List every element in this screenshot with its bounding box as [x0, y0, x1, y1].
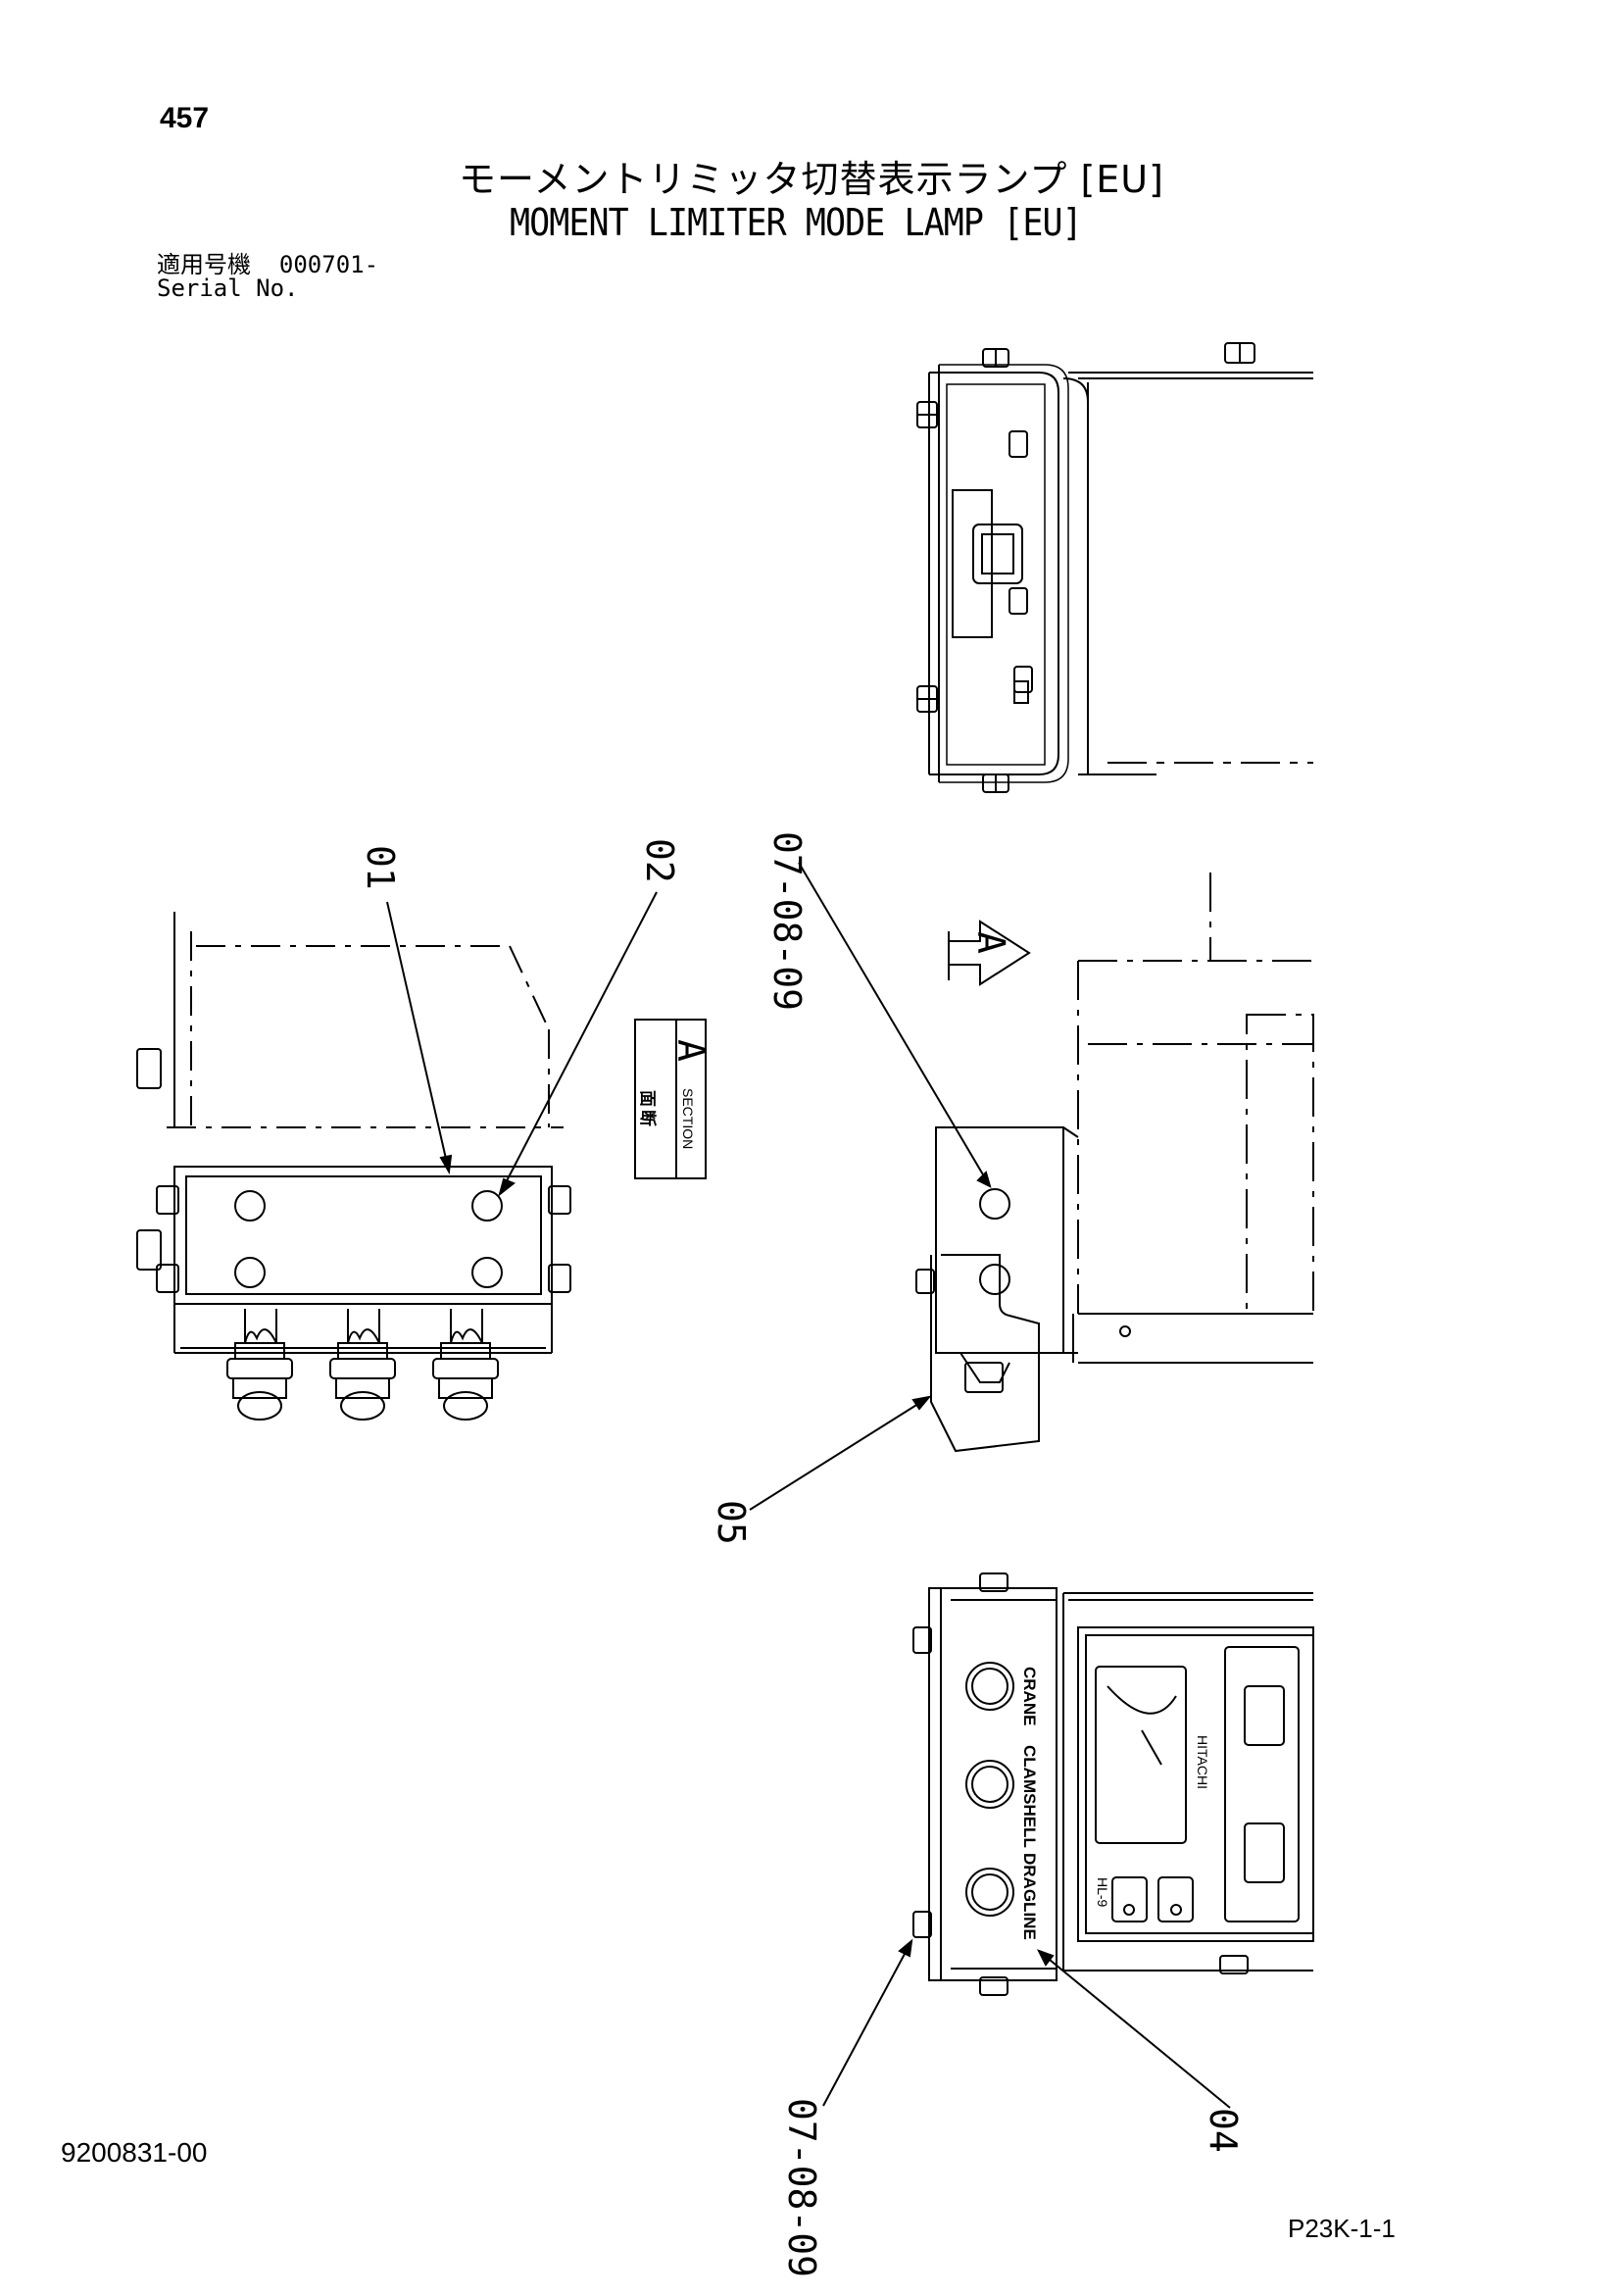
lamp-socket [329, 1309, 396, 1421]
left-lamp-box-view [136, 912, 571, 1421]
drawing-number: 9200831-00 [61, 2137, 208, 2168]
serial-label-en: Serial No. [157, 275, 299, 302]
page-number: 457 [160, 102, 210, 134]
serial-info: 適用号機 000701- Serial No. [157, 253, 378, 300]
section-en: SECTION [680, 1088, 696, 1149]
callout-01-text: 01 [359, 845, 402, 890]
label-hl: HL-9 [1095, 1877, 1110, 1908]
callout-02: 02 [498, 838, 681, 1197]
callout-02-text: 02 [638, 838, 681, 883]
title-english: MOMENT LIMITER MODE LAMP [EU] [510, 201, 1083, 244]
section-ja-1: 断 [638, 1110, 658, 1126]
label-clamshell: CLAMSHELL [1020, 1745, 1039, 1848]
title-japanese: モーメントリミッタ切替表示ランプ [EU] [459, 158, 1164, 201]
section-a-label: A 断 面 SECTION [634, 1019, 713, 1179]
bolt [916, 342, 1255, 793]
section-letter: A [669, 1039, 713, 1062]
label-dragline: DRAGLINE [1020, 1853, 1039, 1940]
lamp-socket [226, 1309, 293, 1421]
label-hitachi: HITACHI [1195, 1735, 1210, 1789]
callout-04: 04 [1036, 1949, 1245, 2153]
middle-side-view [915, 873, 1314, 1453]
callout-07-08-09-bottom: 07-08-09 [780, 1938, 913, 2277]
lamp-socket [432, 1309, 499, 1421]
callout-05-text: 05 [710, 1500, 753, 1545]
view-arrow-a: A [948, 920, 1031, 986]
label-crane: CRANE [1020, 1667, 1039, 1725]
serial-value: 000701- [278, 251, 379, 278]
callout-07-08-09-bottom-text: 07-08-09 [780, 2098, 823, 2277]
callout-05: 05 [710, 1395, 932, 1545]
page-code: P23K-1-1 [1288, 2214, 1396, 2243]
top-bracket-view [916, 342, 1313, 793]
callout-07-08-09-top-text: 07-08-09 [765, 831, 809, 1011]
section-ja-2: 面 [638, 1090, 657, 1107]
serial-line-1: 適用号機 000701- [157, 253, 378, 276]
bottom-panel-view: CRANE CLAMSHELL DRAGLINE HITACHI HL-9 [912, 1572, 1314, 1996]
serial-label-ja: 適用号機 [157, 251, 251, 278]
view-arrow-letter: A [969, 931, 1012, 954]
callout-04-text: 04 [1202, 2108, 1245, 2153]
callout-01: 01 [359, 845, 453, 1175]
callout-07-08-09-top: 07-08-09 [765, 831, 992, 1188]
